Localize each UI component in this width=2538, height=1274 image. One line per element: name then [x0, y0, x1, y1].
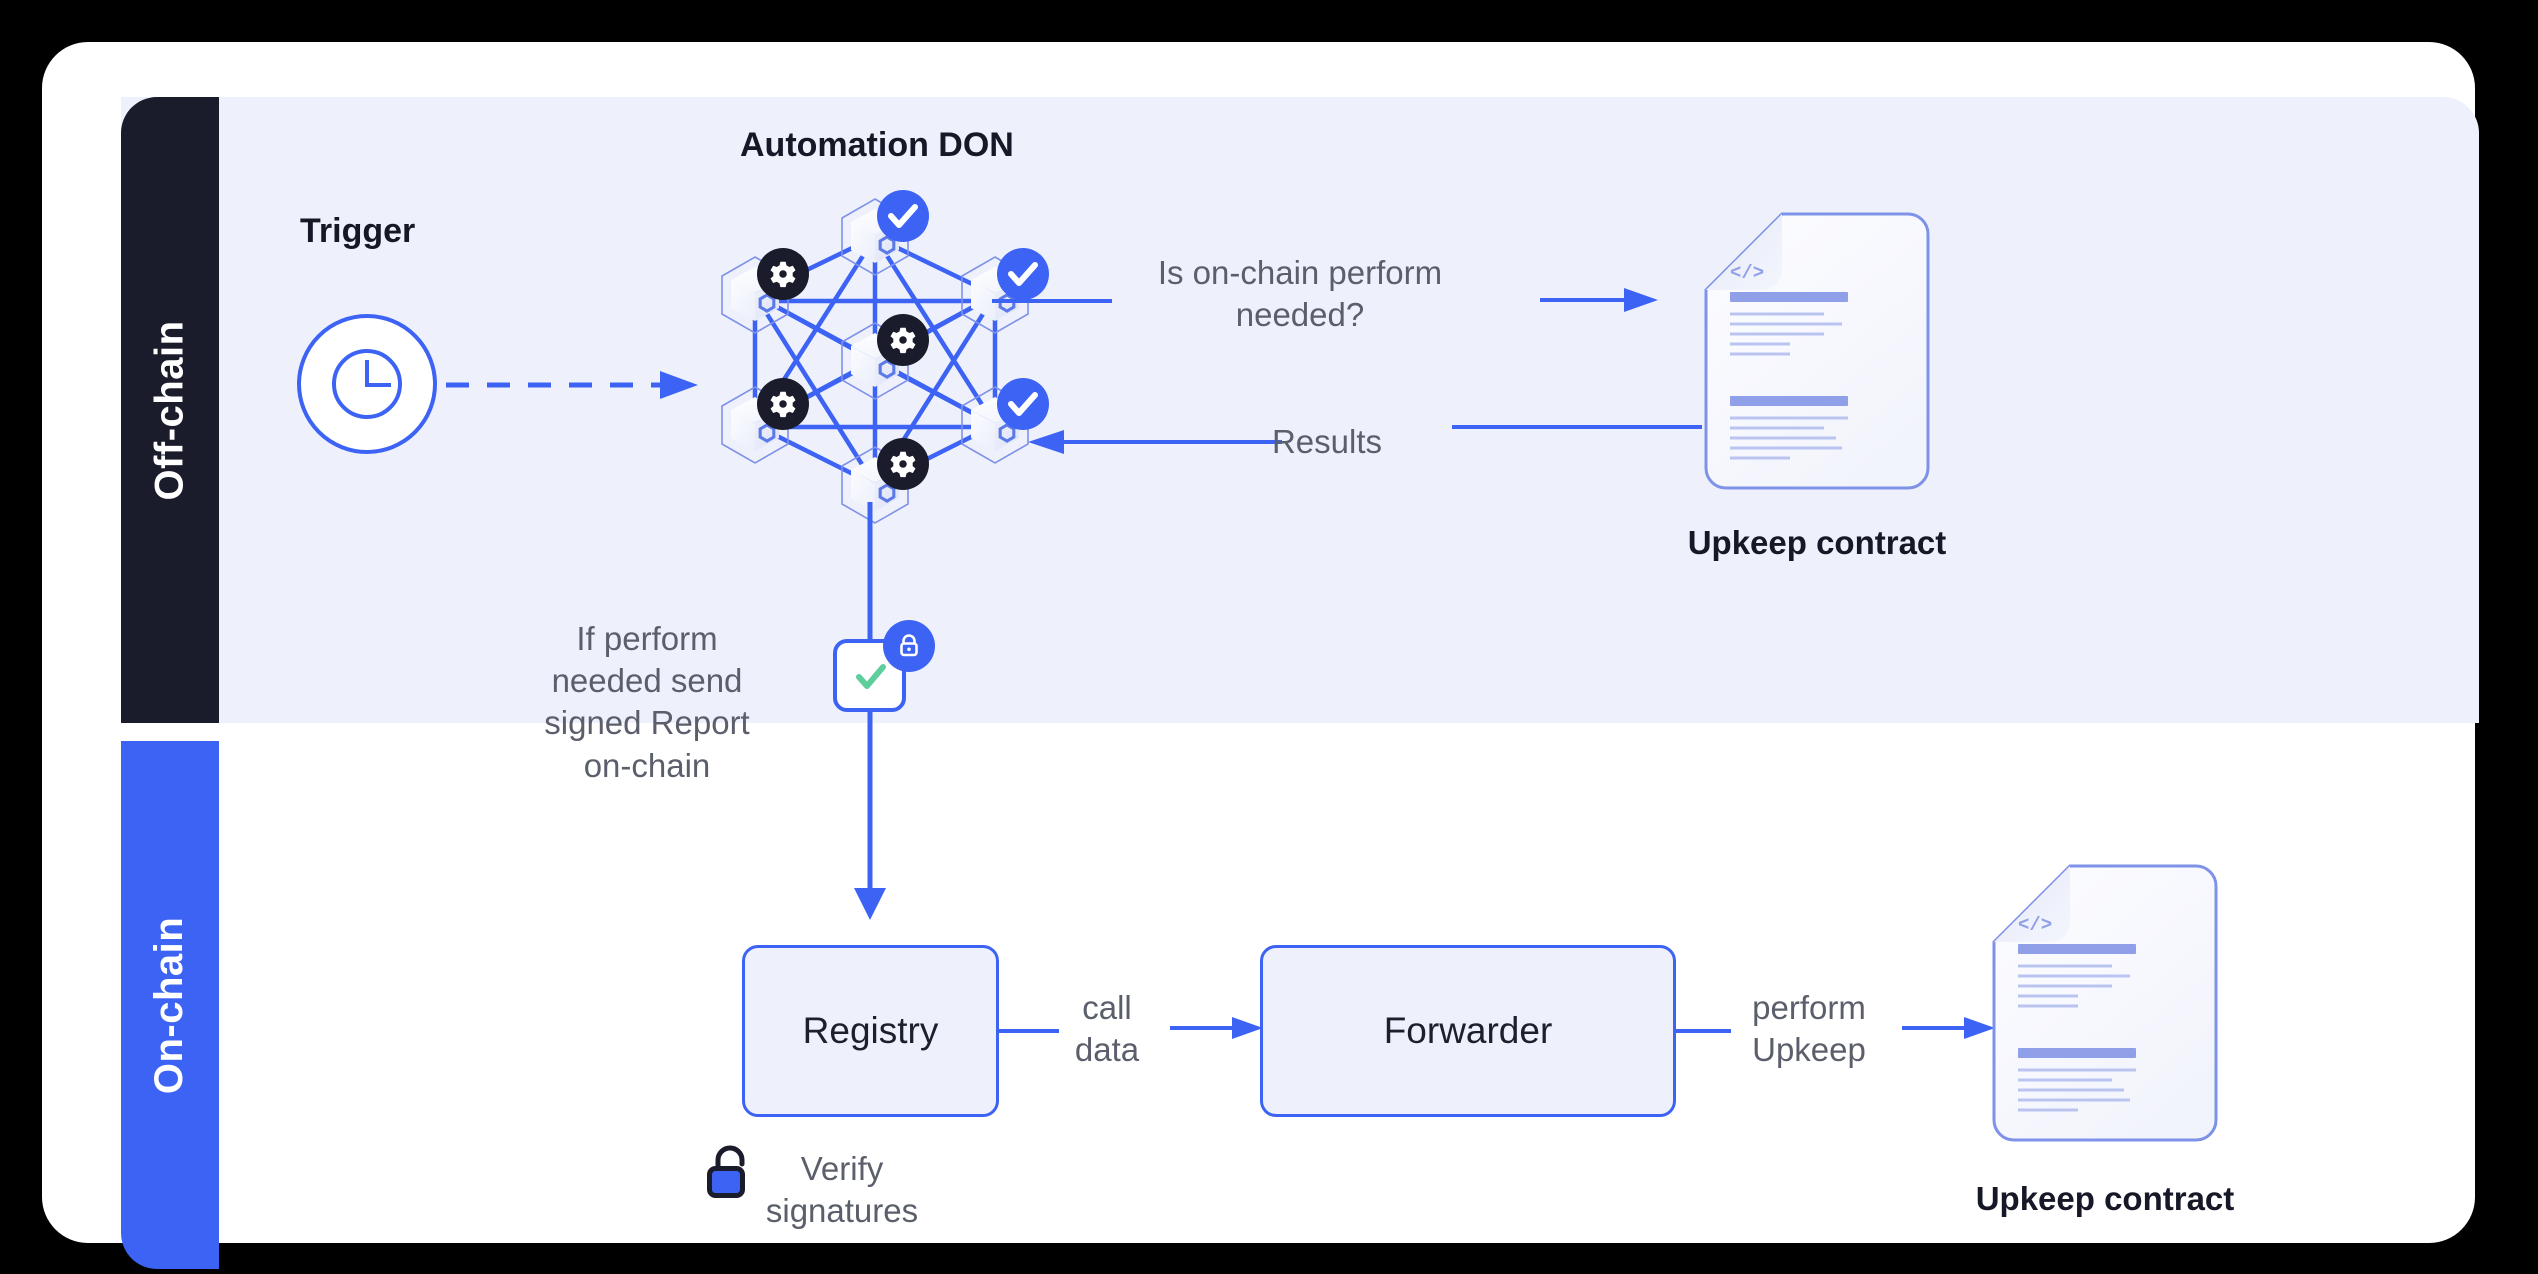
- query-connector-left: [992, 296, 1112, 306]
- upkeep-contract-doc-offchain[interactable]: </>: [1702, 210, 1932, 495]
- node-badge-gear-center: [877, 314, 929, 366]
- node-badge-check-top: [877, 190, 929, 242]
- svg-text:</>: </>: [1730, 262, 1764, 284]
- check-icon: [849, 655, 891, 697]
- verify-signatures-label: Verify signatures: [765, 1150, 919, 1230]
- forwarder-connector: [1676, 1026, 1731, 1036]
- trigger-label: Trigger: [300, 212, 416, 250]
- offchain-panel: [121, 97, 2479, 723]
- lock-open-icon: [704, 1144, 758, 1202]
- node-badge-gear-left-lower: [757, 378, 809, 430]
- node-badge-check-right-upper: [997, 248, 1049, 300]
- forwarder-box[interactable]: Forwarder: [1260, 945, 1676, 1117]
- registry-connector: [999, 1026, 1059, 1036]
- node-badge-check-right-lower: [997, 378, 1049, 430]
- don-title: Automation DON: [740, 126, 1014, 164]
- registry-box[interactable]: Registry: [742, 945, 999, 1117]
- clock-icon: [323, 340, 411, 428]
- lock-closed-icon: [883, 620, 935, 672]
- results-arrow-to-don: [1022, 422, 1282, 462]
- node-badge-gear-left-upper: [757, 248, 809, 300]
- upkeep-contract-doc-onchain[interactable]: </>: [1990, 862, 2220, 1147]
- diagram-card: Off-chain On-chain Automation DON Trigge…: [42, 42, 2479, 1269]
- results-connector-right: [1452, 422, 1702, 432]
- query-label: Is on-chain perform needed?: [1157, 254, 1443, 334]
- call-data-arrow: [1170, 1010, 1265, 1046]
- band-offchain: Off-chain: [121, 97, 219, 723]
- band-onchain: On-chain: [121, 741, 219, 1269]
- node-badge-gear-bottom: [877, 438, 929, 490]
- forwarder-label: Forwarder: [1383, 1010, 1553, 1051]
- results-label: Results: [1271, 423, 1383, 460]
- automation-don-network: [697, 177, 1057, 527]
- signed-report-label: If perform needed send signed Report on-…: [544, 620, 750, 784]
- call-data-label: call data: [1074, 989, 1140, 1069]
- trigger-node[interactable]: [297, 314, 437, 454]
- svg-text:</>: </>: [2018, 914, 2052, 936]
- upkeep-contract-caption-onchain: Upkeep contract: [1975, 1180, 2235, 1217]
- band-offchain-label: Off-chain: [147, 319, 192, 501]
- band-onchain-label: On-chain: [147, 916, 192, 1094]
- query-arrow-to-contract: [1540, 280, 1660, 320]
- upkeep-contract-caption-offchain: Upkeep contract: [1687, 524, 1947, 561]
- signed-report-arrow: [842, 502, 898, 922]
- registry-label: Registry: [802, 1010, 939, 1051]
- trigger-to-don-arrow: [446, 362, 706, 408]
- perform-upkeep-arrow: [1902, 1010, 1997, 1046]
- perform-upkeep-label: perform Upkeep: [1752, 989, 1866, 1069]
